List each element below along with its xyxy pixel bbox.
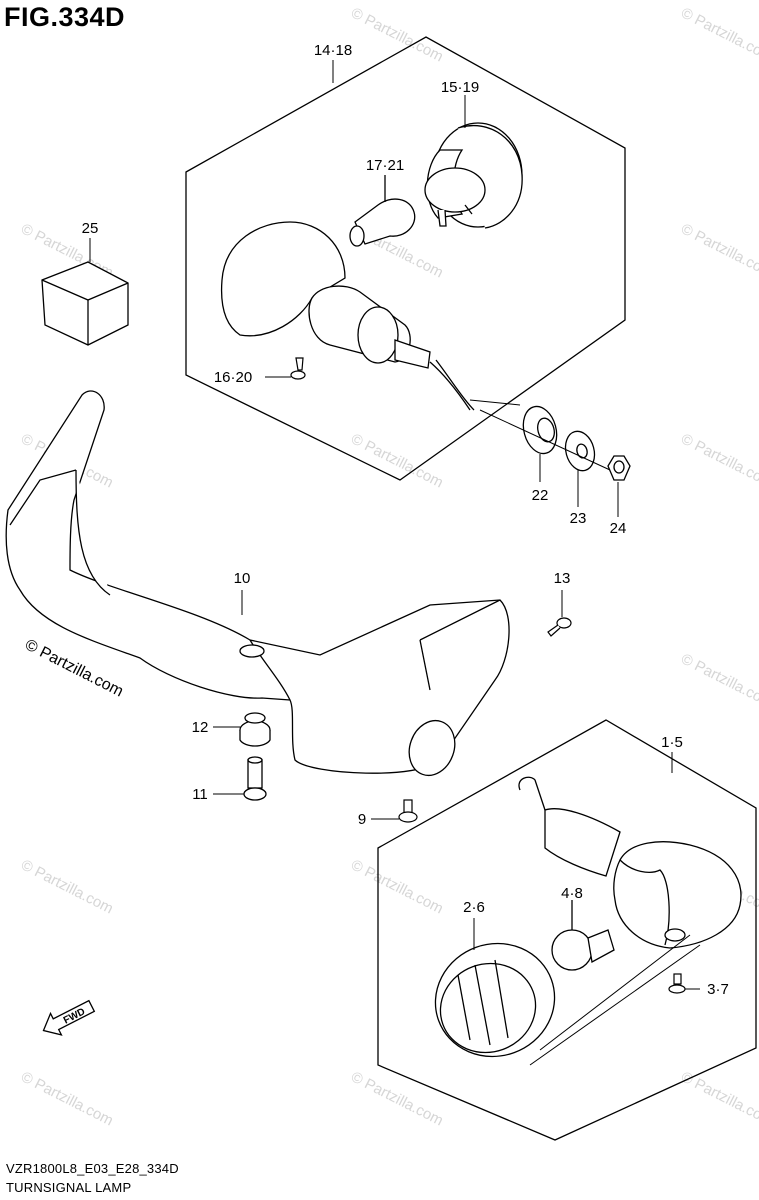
callout-22[interactable]: 22 [532,487,549,504]
callout-labels: 14·18 15·19 17·21 25 16·20 22 23 24 10 1… [82,42,729,998]
fwd-label: FWD [62,1006,87,1026]
leader-lines [89,60,701,1066]
watermark-text: © Partzilla.com [348,1068,446,1129]
callout-17-21[interactable]: 17·21 [366,157,404,174]
part-bolt-11 [243,756,267,801]
watermark-text: © Partzilla.com [18,856,116,917]
callout-4-8[interactable]: 4·8 [561,885,583,902]
part-grommet-12 [239,712,271,747]
callout-16-20[interactable]: 16·20 [214,369,252,386]
upper-assembly-frame [185,36,626,481]
part-screw-16-20 [290,357,306,380]
callout-3-7[interactable]: 3·7 [707,981,729,998]
part-washer-23 [564,430,596,472]
callout-12[interactable]: 12 [192,719,209,736]
callout-13[interactable]: 13 [554,570,571,587]
part-housing-lower [518,776,742,949]
callout-9[interactable]: 9 [358,811,366,828]
fwd-arrow: FWD [42,999,96,1036]
callout-2-6[interactable]: 2·6 [463,899,485,916]
watermark-text: © Partzilla.com [678,4,759,65]
part-lens-2-6 [434,942,556,1058]
part-lens-15-19 [424,122,523,229]
watermark-text: © Partzilla.com [678,220,759,281]
part-screw-13 [547,617,572,637]
model-code: VZR1800L8_E03_E28_334D [6,1161,179,1176]
callout-23[interactable]: 23 [570,510,587,527]
callout-14-18[interactable]: 14·18 [314,42,352,59]
part-bulb-4-8 [551,900,615,971]
watermark-text: © Partzilla.com [348,4,446,65]
part-bulb-17-21 [349,175,416,247]
part-housing-upper [220,221,475,411]
part-bracket-10 [5,390,510,777]
part-screw-9 [398,799,418,823]
figure-title: FIG.334D [4,2,126,32]
lower-assembly-frame [377,719,757,1141]
callout-11[interactable]: 11 [192,786,208,803]
part-grommet-22 [522,405,558,455]
callout-10[interactable]: 10 [234,570,251,587]
watermark-text: © Partzilla.com [348,430,446,491]
callout-24[interactable]: 24 [610,520,627,537]
callout-1-5[interactable]: 1·5 [661,734,683,751]
callout-25[interactable]: 25 [82,220,99,237]
part-relay-25 [41,261,129,346]
diagram-name: TURNSIGNAL LAMP [6,1180,132,1195]
watermark-text: © Partzilla.com [348,856,446,917]
part-screw-3-7 [668,973,686,994]
watermark-text: © Partzilla.com [678,650,759,711]
part-nut-24 [607,455,631,481]
watermark-text: © Partzilla.com [678,430,759,491]
watermark-text: © Partzilla.com [18,1068,116,1129]
callout-15-19[interactable]: 15·19 [441,79,479,96]
